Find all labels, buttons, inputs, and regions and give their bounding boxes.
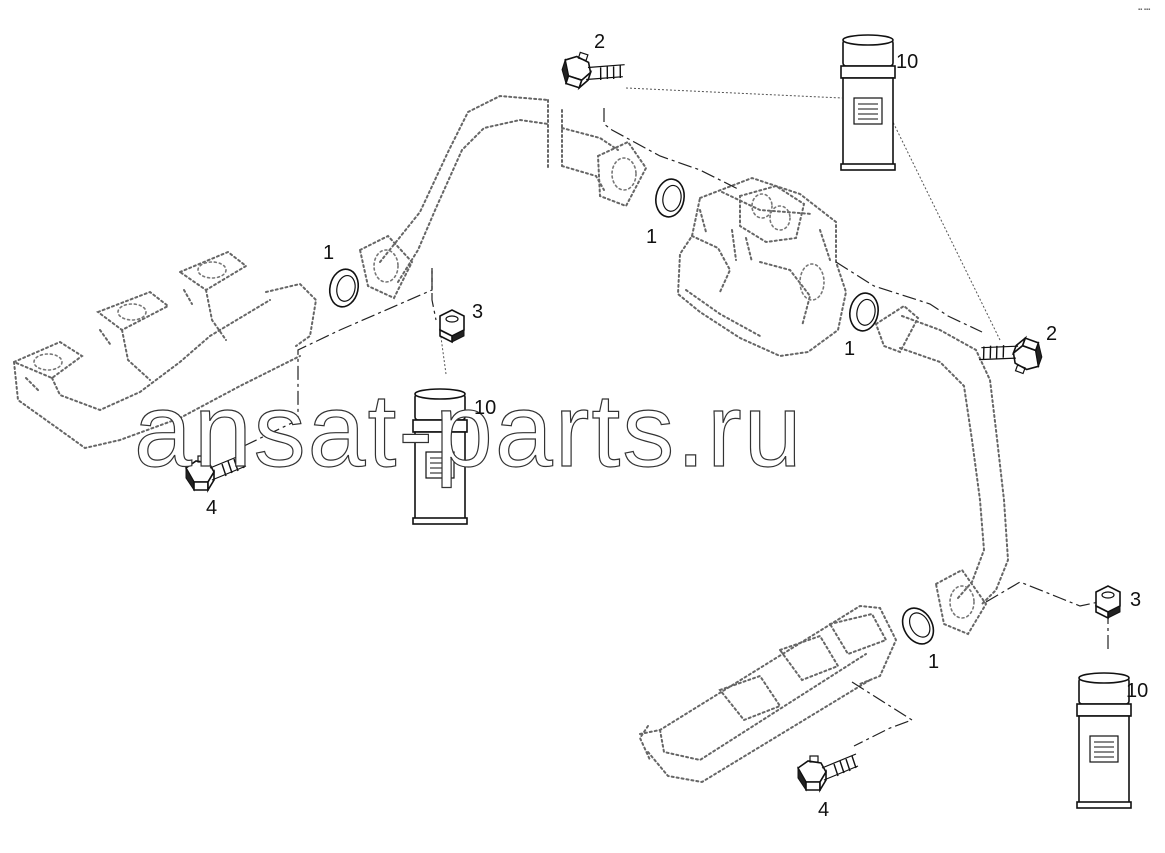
- gasket-ring-1-bottom: [895, 601, 941, 651]
- callout-3-left: 3: [472, 301, 483, 323]
- callout-10-top: 10: [896, 51, 918, 73]
- callout-2-top: 2: [594, 31, 605, 53]
- callout-1-mid: 1: [844, 338, 855, 360]
- left-exhaust-manifold: [11, 250, 318, 450]
- bolt-2-right: [976, 324, 1047, 381]
- gasket-ring-1-mid: [846, 290, 882, 334]
- callout-2-right: 2: [1046, 323, 1057, 345]
- turbo-flange-elbow: [561, 127, 648, 208]
- callout-4-left: 4: [206, 497, 217, 519]
- nut-3-left: [439, 309, 465, 343]
- callout-1-bottom: 1: [928, 651, 939, 673]
- gasket-ring-1-top: [652, 176, 688, 220]
- sealant-leader-lines: [439, 87, 1001, 375]
- callout-1-left: 1: [323, 242, 334, 264]
- callout-4-bottom: 4: [818, 799, 829, 821]
- callout-10-left: 10: [474, 397, 496, 419]
- turbo-housing: [676, 176, 848, 358]
- center-lines: [243, 108, 1109, 747]
- callout-3-right: 3: [1130, 589, 1141, 611]
- sealant-tube-10-right: [1076, 672, 1132, 809]
- right-exhaust-pipe: [874, 304, 1010, 636]
- left-exhaust-pipe: [358, 94, 563, 300]
- sealant-tube-10-top: [840, 34, 896, 171]
- callout-1-top: 1: [646, 226, 657, 248]
- bolt-2-top: [557, 45, 628, 101]
- right-exhaust-manifold: [638, 604, 898, 784]
- corner-mark: ▪▪ ▪▪▪: [1138, 7, 1150, 13]
- nut-3-right: [1095, 585, 1121, 619]
- watermark: ansat-parts.ru: [134, 373, 804, 489]
- bolt-4-bottom: [797, 753, 859, 791]
- gasket-ring-1-left: [325, 265, 363, 311]
- callout-10-right: 10: [1126, 680, 1148, 702]
